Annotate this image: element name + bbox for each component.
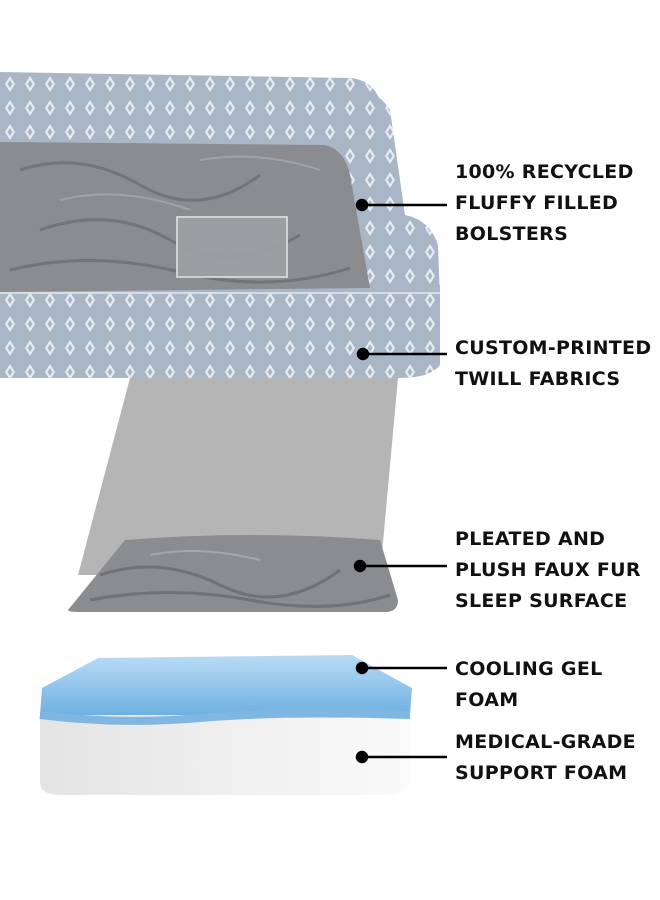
cutout-frame	[176, 216, 288, 278]
callout-line: FOAM	[455, 689, 519, 711]
bed-base	[0, 285, 440, 378]
callout-line: CUSTOM-PRINTED	[455, 337, 652, 359]
exploded-view-beam	[78, 378, 398, 575]
fur-sleep-surface	[68, 535, 398, 612]
foam-block	[39, 655, 412, 795]
callout-line: MEDICAL-GRADE	[455, 731, 636, 753]
callout-sleep-surface: PLEATED AND PLUSH FAUX FUR SLEEP SURFACE	[455, 524, 641, 617]
support-foam-layer	[40, 715, 410, 795]
callout-support-foam: MEDICAL-GRADE SUPPORT FOAM	[455, 727, 636, 789]
callout-line: FLUFFY FILLED	[455, 192, 619, 214]
callout-bolsters: 100% RECYCLED FLUFFY FILLED BOLSTERS	[455, 157, 634, 250]
callout-line: BOLSTERS	[455, 223, 569, 245]
callout-line: PLUSH FAUX FUR	[455, 559, 641, 581]
callout-line: PLEATED AND	[455, 528, 606, 550]
gel-foam-top	[40, 655, 412, 715]
callout-line: COOLING GEL	[455, 658, 603, 680]
sofa-bed	[0, 72, 440, 378]
callout-twill-fabrics: CUSTOM-PRINTED TWILL FABRICS	[455, 333, 651, 395]
callout-line: 100% RECYCLED	[455, 161, 634, 183]
callout-line: SLEEP SURFACE	[455, 590, 628, 612]
callout-line: TWILL FABRICS	[455, 368, 621, 390]
callout-cooling-gel: COOLING GEL FOAM	[455, 654, 603, 716]
callout-line: SUPPORT FOAM	[455, 762, 628, 784]
back-bolster	[0, 72, 385, 165]
leader-lines	[353, 198, 447, 764]
